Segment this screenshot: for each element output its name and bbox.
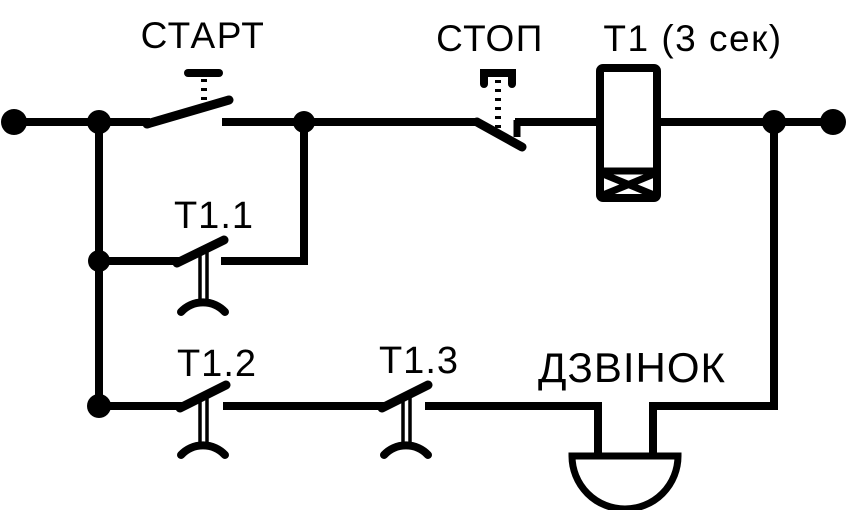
- contact-t1-2-label: Т1.2: [177, 343, 257, 385]
- t1-1-delay-dome: [177, 298, 229, 316]
- junction-dot: [87, 110, 111, 134]
- right-terminal-dot: [820, 109, 846, 135]
- junction-dots: [87, 110, 786, 418]
- junction-dot: [88, 250, 110, 272]
- bottom-rung-wire: [99, 122, 778, 456]
- stop-label: СТОП: [436, 18, 544, 59]
- stop-button-symbol: [472, 69, 527, 152]
- t1-2-contact-blade: [175, 380, 231, 413]
- junction-dot: [293, 111, 315, 133]
- contact-t1-1-label: Т1.1: [174, 195, 254, 237]
- bell-dome: [568, 452, 682, 510]
- t1-3-contact-blade: [377, 380, 433, 413]
- left-terminal-dot: [1, 109, 27, 135]
- timer-label: Т1 (3 сек): [603, 18, 782, 59]
- t1-3-delay-dome: [380, 441, 432, 459]
- stop-contact-blade: [472, 117, 527, 152]
- start-label: СТАРТ: [141, 15, 266, 56]
- junction-dot: [762, 110, 786, 134]
- t1-1-branch-wire: [99, 122, 308, 265]
- timer-delay-x-mark: [601, 170, 656, 199]
- start-contact-blade: [142, 95, 234, 129]
- contact-t1-2-symbol: [175, 380, 231, 459]
- timer-coil-body: [596, 64, 661, 202]
- start-button-symbol: [142, 69, 234, 129]
- terminal-dots: [1, 109, 846, 135]
- contact-t1-3-label: Т1.3: [379, 340, 459, 382]
- t1-2-delay-dome: [177, 441, 229, 459]
- junction-dot: [87, 394, 111, 418]
- contact-t1-3-symbol: [377, 380, 433, 459]
- contact-t1-1-symbol: [172, 235, 229, 316]
- stop-button-cap: [480, 69, 516, 88]
- timer-coil-symbol: [596, 64, 661, 202]
- bell-symbol: [568, 452, 682, 510]
- bell-label: ДЗВІНОК: [538, 344, 726, 391]
